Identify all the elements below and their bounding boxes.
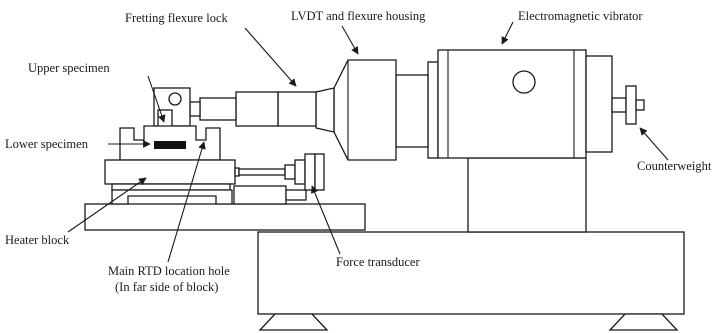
leader-force-transducer bbox=[311, 185, 341, 255]
leader-counterweight bbox=[639, 127, 669, 161]
lvdt-flexure-housing bbox=[315, 59, 429, 161]
label-fretting-flexure-lock: Fretting flexure lock bbox=[125, 11, 228, 25]
label-counterweight: Counterweight bbox=[637, 159, 712, 173]
leader-lvdt-flexure-housing bbox=[341, 25, 359, 55]
vibrator-port bbox=[512, 70, 536, 94]
label-upper-specimen: Upper specimen bbox=[28, 61, 110, 75]
leader-upper-specimen bbox=[147, 75, 166, 123]
base-frame bbox=[257, 231, 685, 331]
leader-fretting-flexure-lock bbox=[244, 27, 297, 87]
heater-block bbox=[104, 159, 240, 191]
lower-specimen bbox=[154, 141, 186, 149]
label-rtd-hole-line1: Main RTD location hole bbox=[108, 264, 230, 278]
base-foot-right bbox=[608, 313, 679, 331]
leader-electromagnetic-vibrator bbox=[501, 21, 514, 45]
label-heater-block: Heater block bbox=[5, 233, 70, 247]
electromagnetic-vibrator bbox=[427, 49, 645, 159]
counterweight-disc bbox=[625, 85, 637, 125]
base-foot-left bbox=[258, 313, 329, 331]
label-lower-specimen: Lower specimen bbox=[5, 137, 89, 151]
specimen-base-plate bbox=[84, 185, 366, 231]
leader-rtd-hole bbox=[167, 141, 206, 263]
force-transducer bbox=[238, 153, 325, 191]
label-electromagnetic-vibrator: Electromagnetic vibrator bbox=[518, 9, 643, 23]
vibrator-pedestal bbox=[467, 157, 587, 233]
label-force-transducer: Force transducer bbox=[336, 255, 420, 269]
label-rtd-hole-line2: (In far side of block) bbox=[115, 280, 218, 294]
leader-heater-block bbox=[67, 177, 147, 233]
label-lvdt-flexure-housing: LVDT and flexure housing bbox=[291, 9, 426, 23]
counterweight-shaft bbox=[611, 97, 627, 113]
fretting-flexure-lock bbox=[189, 91, 317, 127]
